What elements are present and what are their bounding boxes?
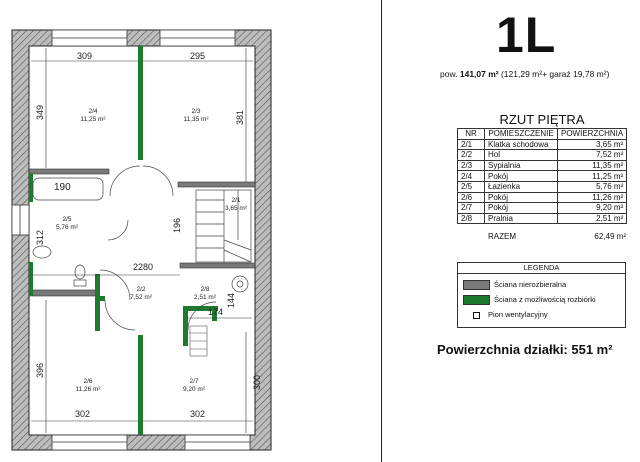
room-2-4-number: 2/4 [88, 108, 97, 115]
area-prefix: pow. [440, 69, 460, 79]
legend-item-structural: Ściana nierozbieralna [463, 280, 567, 291]
total-label: RAZEM [488, 232, 516, 241]
row-area: 9,20 m² [556, 202, 628, 214]
row-nr: 2/8 [457, 212, 485, 225]
legend: LEGENDA Ściana nierozbieralna Ściana z m… [457, 262, 626, 328]
dim-bottom-left: 302 [75, 409, 90, 419]
row-area: 3,65 m² [556, 138, 628, 151]
room-2-6-number: 2/6 [83, 378, 92, 385]
room-2-1-number: 2/1 [231, 197, 240, 204]
legend-item-vent: Pion wentylacyjny [463, 310, 548, 320]
row-name: Sypialnia [484, 159, 558, 172]
room-2-5-area: 5,76 m² [56, 224, 79, 231]
door-swings [99, 165, 217, 331]
room-2-7-number: 2/7 [189, 378, 198, 385]
row-nr: 2/1 [457, 138, 485, 151]
dim-left-upper: 349 [35, 105, 45, 120]
plot-area: Powierzchnia działki: 551 m² [437, 342, 613, 357]
laundry-fixtures [231, 275, 249, 293]
row-area: 2,51 m² [556, 212, 628, 225]
staircase [195, 189, 252, 263]
row-nr: 2/4 [457, 170, 485, 182]
room-2-3-number: 2/3 [191, 108, 200, 115]
row-area: 11,26 m² [556, 191, 628, 204]
room-2-1-area: 3,65 m² [225, 205, 248, 212]
dim-bottom-right: 302 [190, 409, 205, 419]
dim-top-right: 295 [190, 51, 205, 61]
structural-wall-swatch [463, 280, 490, 291]
row-name: Klatka schodowa [484, 138, 558, 151]
dim-left-lower: 396 [35, 363, 45, 378]
room-2-8-area: 2,51 m² [194, 294, 217, 301]
room-2-2-number: 2/2 [136, 286, 145, 293]
dim-laundry-width: 174 [208, 307, 223, 317]
header-area: POWIERZCHNIA [556, 128, 628, 140]
legend-label: Pion wentylacyjny [488, 310, 548, 319]
vent-square-icon [473, 311, 480, 319]
radiators [189, 325, 208, 357]
room-2-7-area: 9,20 m² [183, 386, 206, 393]
legend-label: Ściana nierozbieralna [494, 280, 567, 289]
row-name: Pokój [484, 191, 558, 204]
room-2-5-number: 2/5 [62, 216, 71, 223]
dim-bath-width: 190 [54, 182, 71, 193]
row-nr: 2/7 [457, 202, 485, 214]
dim-right-lower: 300 [252, 375, 262, 390]
floor-plan: 309 295 349 381 190 312 196 2280 174 144… [11, 29, 272, 451]
bathroom-fixtures [32, 177, 104, 287]
dim-stair-height: 196 [172, 218, 182, 233]
row-name: Pralnia [484, 212, 558, 225]
windows [11, 29, 251, 451]
dim-bath-height: 312 [35, 230, 45, 245]
row-name: Hol [484, 149, 558, 161]
dim-laundry-small: 144 [226, 293, 236, 308]
row-nr: 2/3 [457, 159, 485, 172]
row-name: Pokój [484, 170, 558, 182]
room-2-3-area: 11,35 m² [183, 116, 209, 123]
structural-walls [28, 168, 256, 297]
unit-title: 1L [496, 7, 557, 63]
header-nr: NR [457, 128, 485, 140]
row-nr: 2/6 [457, 191, 485, 204]
dim-right-upper: 381 [235, 110, 245, 125]
dimension-lines [31, 48, 253, 433]
floor-title: RZUT PIĘTRA [499, 112, 585, 127]
legend-item-removable: Ściana z możliwością rozbiórki [463, 295, 596, 306]
row-area: 7,52 m² [556, 149, 628, 161]
row-area: 11,25 m² [556, 170, 628, 182]
panel-divider [381, 0, 382, 462]
area-breakdown: (121,29 m²+ garaż 19,78 m²) [498, 69, 610, 79]
total-value: 62,49 m² [594, 232, 626, 241]
table-header-row: NR POMIESZCZENIE POWIERZCHNIA [457, 128, 628, 140]
row-area: 5,76 m² [556, 180, 628, 193]
legend-label: Ściana z możliwością rozbiórki [494, 295, 596, 304]
dim-hall-width: 2280 [133, 262, 153, 272]
area-summary: pow. 141,07 m² (121,29 m²+ garaż 19,78 m… [440, 69, 640, 79]
row-nr: 2/2 [457, 149, 485, 161]
removable-walls [29, 46, 218, 435]
area-total: 141,07 m² [459, 69, 499, 79]
header-room: POMIESZCZENIE [484, 128, 558, 140]
legend-title: LEGENDA [458, 263, 625, 274]
row-name: Pokój [484, 202, 558, 214]
dim-top-left: 309 [77, 51, 92, 61]
room-2-4-area: 11,25 m² [80, 116, 106, 123]
removable-wall-swatch [463, 295, 490, 306]
room-2-8-number: 2/8 [200, 286, 209, 293]
row-nr: 2/5 [457, 180, 485, 193]
room-2-6-area: 11,26 m² [75, 386, 101, 393]
row-area: 11,35 m² [556, 159, 628, 172]
row-name: Łazienka [484, 180, 558, 193]
room-2-2-area: 7,52 m² [130, 294, 153, 301]
